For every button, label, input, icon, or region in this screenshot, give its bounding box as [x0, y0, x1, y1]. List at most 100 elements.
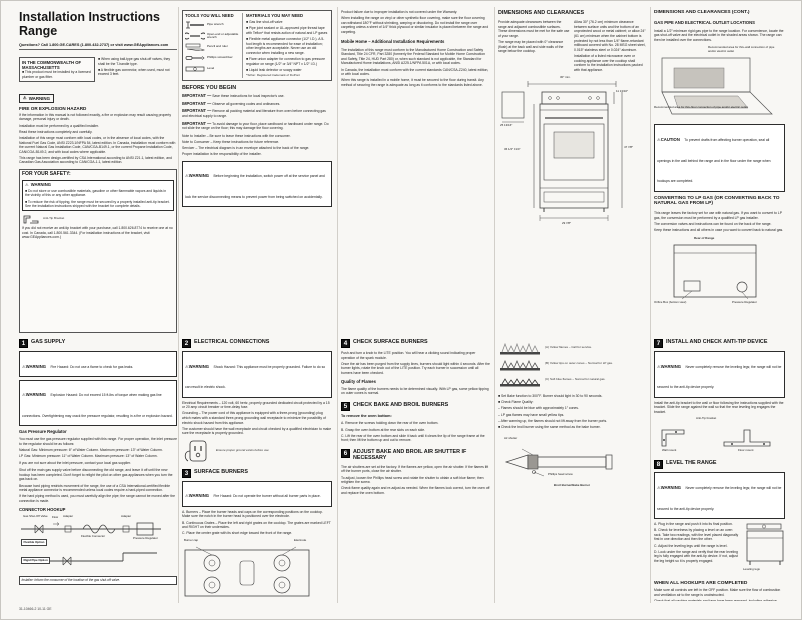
dimensions-paragraphs-b: Allow 30″ (76.2 cm) minimum clearance be… — [574, 20, 646, 72]
plug-figure: Ensure proper ground exists before use — [182, 439, 332, 463]
section-number: 4 — [341, 339, 350, 348]
paragraph: Provide adequate clearances between the … — [498, 20, 570, 38]
important-note: IMPORTANT — Save these instructions for … — [182, 93, 332, 99]
bracket-label: Floor mount — [738, 448, 754, 453]
flame-quality-heading: Quality of Flames — [341, 378, 376, 384]
tool-label: Phillips screwdriver — [207, 55, 233, 60]
section-5-header: 5 CHECK BAKE AND BROIL BURNERS — [341, 401, 490, 411]
section-3-header: 3 SURFACE BURNERS — [182, 468, 332, 478]
warning-icon: ⚠ — [22, 392, 26, 398]
important-note: IMPORTANT — To avoid damage to your floo… — [182, 121, 332, 131]
note-line: Note to Installer – Be sure to leave the… — [182, 133, 291, 138]
caution-box: ⚠CAUTION To prevent drafts from affectin… — [654, 124, 785, 192]
bake-broil-check-list: ■ Set Bake function to 300°F. Burner sho… — [498, 394, 646, 430]
paragraph: C. Adjust the leveling legs until the ra… — [654, 543, 728, 548]
paragraph: Check that all packing materials and tap… — [654, 599, 785, 601]
paragraph: B. Continuous Grates – Place the left an… — [182, 520, 331, 530]
level-warning: ⚠WARNING Never completely remove the lev… — [654, 472, 785, 519]
section-number: 1 — [19, 339, 28, 348]
paragraph: You must use the gas pressure regulator … — [19, 437, 177, 447]
tools-materials-panel: TOOLS YOU WILL NEED Pipe wrench Open-end… — [182, 10, 332, 81]
massachusetts-item: ■ When using ball-type gas shut-off valv… — [98, 57, 171, 66]
paragraph: Installation of this range must conform … — [19, 135, 176, 154]
anti-tip-bracket-label: Anti-Tip Bracket — [43, 216, 65, 221]
massachusetts-box: IN THE COMMONWEALTH OF MASSACHUSETTS ■ T… — [19, 57, 95, 83]
tool-item: Pencil and ruler — [185, 43, 240, 52]
warning-label: WARNING — [30, 182, 52, 188]
section-8-header: 8 LEVEL THE RANGE — [654, 460, 785, 470]
paragraph: ■ Set Bake function to 300°F. Burner sho… — [498, 394, 603, 398]
dimensions-heading: DIMENSIONS AND CLEARANCES — [498, 10, 585, 16]
hookup-label: Pressure Regulator — [133, 535, 158, 540]
paragraph: When installing the range on vinyl or ot… — [341, 16, 489, 34]
section-4-header: 4 CHECK SURFACE BURNERS — [341, 339, 490, 348]
flame-label: (B) Yellow tips on outer cones – Normal … — [545, 361, 613, 366]
paragraph: ■ Check the broil burner using the same … — [498, 424, 601, 429]
gas-supply-paragraphs: Shut off the main gas supply valve befor… — [19, 468, 177, 503]
section-1-header: 1 GAS SUPPLY — [19, 339, 177, 348]
shutter-label: Air shutter — [504, 435, 518, 440]
range-dimensions-figure: 30″ min. 11 13/16″ 47 7/8″ 36 1/4″ ±1/4″… — [498, 75, 646, 238]
paragraph: Allow 30″ (76.2 cm) minimum clearance be… — [574, 20, 646, 52]
rear-label: Orifice Box (bottom view) — [654, 299, 687, 304]
hookup-label: Gas Shut-Off Valve — [23, 513, 48, 518]
column-3-top: Product failure due to improper installa… — [341, 10, 490, 333]
flame-label: (C) Soft blue flames – Normal for natura… — [545, 377, 606, 382]
paragraph: In Canada, the installation must conform… — [341, 67, 489, 77]
section-number: 2 — [182, 339, 191, 348]
tool-item: Pipe wrench — [185, 21, 240, 29]
fire-warning-heading: FIRE OR EXPLOSION HAZARD — [19, 106, 87, 112]
anti-tip-bracket-icon — [23, 215, 39, 224]
converting-heading: CONVERTING TO LP GAS (OR CONVERTING BACK… — [654, 195, 780, 207]
range-dimensions-diagram — [501, 81, 623, 222]
warning-text: Never completely remove the leveling leg… — [657, 485, 782, 511]
level-steps: A. Plug in the range and push it into it… — [654, 522, 740, 576]
paragraph: Push and turn a knob to the LITE positio… — [341, 351, 476, 360]
section-title: CHECK SURFACE BURNERS — [353, 339, 428, 345]
warning-label: WARNING — [660, 484, 682, 490]
paragraph: This range leaves the factory set for us… — [654, 211, 782, 220]
dimensions-cont-heading: DIMENSIONS AND CLEARANCES (CONT.) — [654, 10, 750, 15]
anti-tip-figure: Anti-Tip bracket Wall mount Floor mount — [654, 417, 785, 455]
paragraph: Keep these instructions and all others i… — [654, 228, 784, 233]
paragraph: ■ Check Flame Quality: — [498, 400, 534, 405]
paragraph: C. Place the center grate with its short… — [182, 531, 293, 536]
level-label: Leveling legs — [743, 566, 760, 571]
materials-heading: MATERIALS YOU MAY NEED — [246, 13, 304, 18]
column-5-top: DIMENSIONS AND CLEARANCES (CONT.) GAS PI… — [654, 10, 785, 333]
level-range-diagram — [746, 523, 784, 565]
fire-warning-section: ⚠ WARNING FIRE OR EXPLOSION HAZARD If th… — [19, 86, 177, 165]
rear-of-range-title: Rear of Range — [694, 235, 715, 240]
level-figure: Leveling legs — [743, 522, 785, 576]
safety-warning-items: ■ Do not store or use combustible materi… — [25, 189, 171, 209]
hookups-complete-section: WHEN ALL HOOKUPS ARE COMPLETED Make sure… — [654, 581, 785, 601]
section-number: 3 — [182, 468, 191, 478]
paragraph: B. Check for levelness by placing a leve… — [654, 528, 739, 542]
paragraph: If you are not sure about the inlet pres… — [19, 460, 131, 465]
outlet-locations-diagram — [661, 57, 773, 115]
materials-footnote: *Teflon: Registered trademark of DuPont — [246, 73, 300, 78]
paragraph: Once the air has been purged from the su… — [341, 361, 490, 375]
important-label: IMPORTANT — — [182, 93, 212, 99]
caution-label: CAUTION — [660, 136, 680, 142]
column-divider — [178, 7, 179, 603]
warning-header: ⚠ WARNING — [19, 93, 54, 103]
oven-bottom-intro: To remove the oven bottom: — [341, 413, 392, 418]
connector-hookup-diagram — [21, 521, 161, 565]
massachusetts-item: ■ This product must be installed by a li… — [22, 70, 91, 79]
hookup-label: Flexible Connector — [81, 533, 106, 538]
warning-header: ⚠ WARNING — [25, 182, 171, 187]
pipe-wrench-icon — [186, 21, 204, 29]
warning-label: WARNING — [660, 363, 682, 369]
flame-example-row: (C) Soft blue flames – Normal for natura… — [498, 373, 646, 387]
warning-icon: ⚠ — [25, 181, 29, 187]
column-2-bottom: 2 ELECTRICAL CONNECTIONS ⚠WARNING Shock … — [182, 339, 332, 601]
level-icon — [185, 66, 205, 72]
warning-icon: ⚠ — [22, 363, 26, 369]
paragraph: C. Lift the rear of the oven bottom and … — [341, 433, 485, 443]
flame-a-icon — [500, 342, 540, 355]
paragraph: ■ To reduce the risk of tipping, the ran… — [25, 199, 170, 209]
note-line: Note to Consumer – Keep these instructio… — [182, 139, 280, 144]
paragraph: Shut off the main gas supply valve befor… — [19, 468, 173, 482]
pencil-ruler-icon — [185, 43, 205, 52]
